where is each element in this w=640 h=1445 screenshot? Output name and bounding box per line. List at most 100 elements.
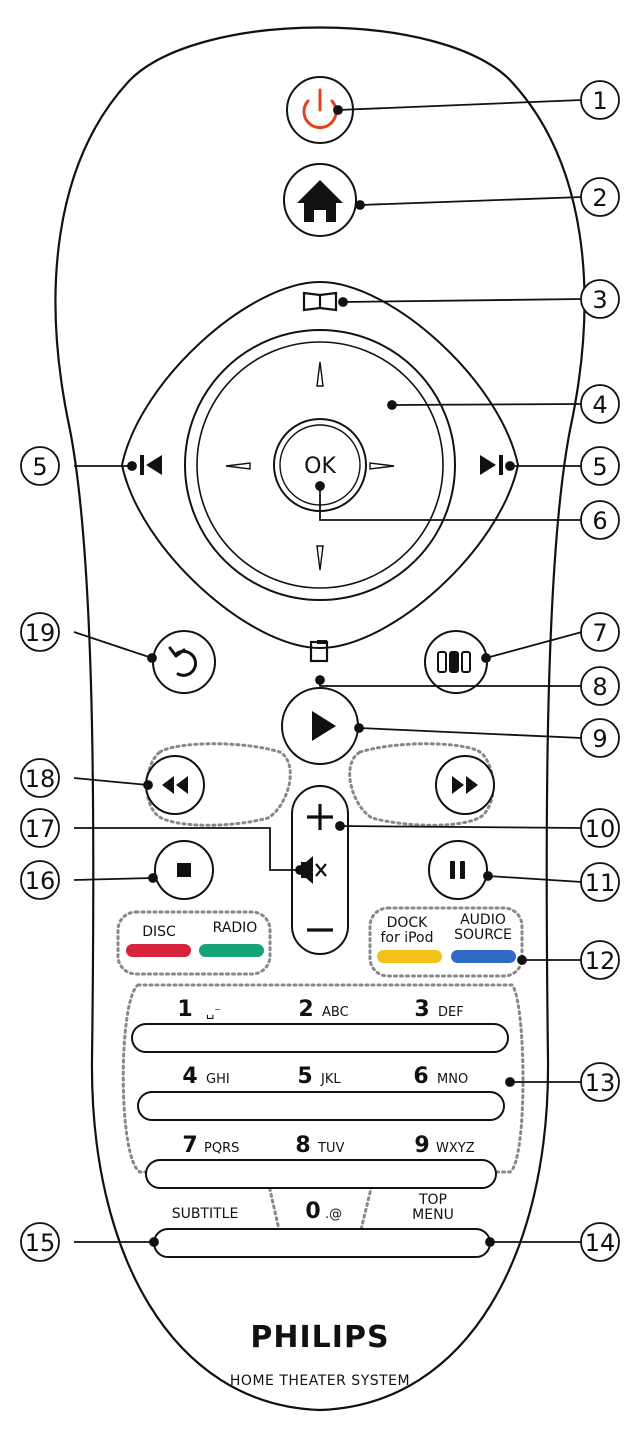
- key-2-digit: 2: [298, 997, 313, 1022]
- ok-label: OK: [304, 454, 336, 479]
- callout-leaders: [73, 99, 583, 1247]
- callout-5-left: 5: [32, 453, 47, 481]
- key-0-digit: 0: [305, 1199, 320, 1224]
- audio-source-label-line1: AUDIO: [460, 912, 506, 928]
- callout-11: 11: [585, 869, 616, 897]
- callout-17: 17: [25, 815, 56, 843]
- stop-icon: [177, 863, 191, 877]
- nav-up-arrow[interactable]: [316, 361, 324, 387]
- play-icon: [312, 711, 336, 741]
- navigation-diamond-outline: [120, 280, 520, 650]
- callout-9: 9: [592, 725, 607, 753]
- callouts: [20, 80, 620, 1262]
- audio-sync-button[interactable]: [424, 630, 488, 694]
- ok-button[interactable]: OK: [273, 418, 367, 512]
- book-icon[interactable]: [302, 291, 338, 312]
- callout-2: 2: [592, 184, 607, 212]
- nav-right-arrow[interactable]: [369, 462, 395, 470]
- callout-10: 10: [585, 815, 616, 843]
- disc-button[interactable]: [126, 944, 191, 957]
- callout-numbers: 1 2 3 4 5 5 6 19 7 8 9 18 10 17 16 11 12…: [25, 87, 616, 1257]
- key-9-digit: 9: [414, 1133, 429, 1158]
- key-8-letters: TUV: [317, 1141, 344, 1156]
- callout-14: 14: [585, 1229, 616, 1257]
- key-4-letters: GHI: [206, 1072, 230, 1087]
- audio-sync-icon: [437, 651, 471, 673]
- callout-15: 15: [25, 1229, 56, 1257]
- bottom-row-button[interactable]: [153, 1228, 491, 1258]
- back-button[interactable]: [152, 630, 216, 694]
- previous-button[interactable]: [140, 455, 162, 475]
- keypad-row-1-button[interactable]: [131, 1023, 509, 1053]
- previous-icon: [140, 455, 162, 475]
- home-button[interactable]: [283, 163, 357, 237]
- brand-tagline: HOME THEATER SYSTEM: [230, 1373, 410, 1389]
- color-keys-left: DISC RADIO: [116, 910, 272, 976]
- rewind-button[interactable]: [145, 755, 205, 815]
- nav-down-arrow[interactable]: [316, 545, 324, 571]
- key-5-letters: JKL: [320, 1072, 341, 1087]
- audio-source-label-line2: SOURCE: [454, 927, 512, 943]
- callout-16: 16: [25, 867, 56, 895]
- top-menu-label-line2: MENU: [412, 1207, 454, 1223]
- forward-group-outline: [348, 742, 495, 827]
- radio-label: RADIO: [213, 920, 258, 936]
- key-8-digit: 8: [295, 1133, 310, 1158]
- key-2-letters: ABC: [322, 1005, 349, 1020]
- dock-button[interactable]: [377, 950, 442, 963]
- callout-7: 7: [592, 619, 607, 647]
- keypad-row-3-button[interactable]: [145, 1159, 497, 1189]
- key-1-digit: 1: [177, 997, 192, 1022]
- key-3-digit: 3: [414, 997, 429, 1022]
- volume-up-icon: [307, 804, 333, 830]
- key-0-letters: .@: [325, 1207, 342, 1222]
- rewind-icon: [162, 776, 188, 794]
- callout-1: 1: [592, 87, 607, 115]
- pause-icon: [450, 861, 465, 879]
- navigation-ring: [184, 329, 456, 601]
- key-6-letters: MNO: [437, 1072, 468, 1087]
- disc-label: DISC: [142, 924, 176, 940]
- play-button[interactable]: [281, 687, 359, 765]
- fast-forward-icon: [452, 776, 478, 794]
- callout-4: 4: [592, 391, 607, 419]
- rewind-group-outline: [145, 742, 292, 827]
- key-5-digit: 5: [297, 1064, 312, 1089]
- next-icon: [480, 455, 503, 475]
- brand-logo: PHILIPS: [250, 1320, 389, 1355]
- key-3-letters: DEF: [438, 1005, 464, 1020]
- home-icon: [297, 180, 343, 222]
- audio-source-button[interactable]: [451, 950, 516, 963]
- key-4-digit: 4: [182, 1064, 197, 1089]
- back-icon: [168, 646, 197, 677]
- callout-19: 19: [25, 619, 56, 647]
- key-6-digit: 6: [413, 1064, 428, 1089]
- stop-button[interactable]: [154, 840, 214, 900]
- power-button[interactable]: [286, 76, 354, 144]
- callout-3: 3: [592, 286, 607, 314]
- callout-8: 8: [592, 673, 607, 701]
- callout-13: 13: [585, 1069, 616, 1097]
- key-1-letters: ␣⁻: [206, 1005, 221, 1020]
- callout-18: 18: [25, 765, 56, 793]
- key-9-letters: WXYZ: [436, 1141, 475, 1156]
- radio-button[interactable]: [199, 944, 264, 957]
- options-icon[interactable]: [309, 640, 329, 663]
- key-7-digit: 7: [182, 1133, 197, 1158]
- mute-icon: [301, 856, 327, 884]
- key-7-letters: PQRS: [204, 1141, 239, 1156]
- callout-6: 6: [592, 507, 607, 535]
- next-button[interactable]: [480, 455, 503, 475]
- callout-5-right: 5: [592, 453, 607, 481]
- top-menu-label-line1: TOP: [418, 1192, 447, 1208]
- nav-left-arrow[interactable]: [225, 462, 251, 470]
- color-keys-right: DOCK for iPod AUDIO SOURCE: [368, 906, 524, 978]
- keypad-row-2-button[interactable]: [137, 1091, 505, 1121]
- dock-label-line2: for iPod: [381, 930, 434, 946]
- fast-forward-button[interactable]: [435, 755, 495, 815]
- pause-button[interactable]: [428, 840, 488, 900]
- dock-label-line1: DOCK: [387, 915, 429, 931]
- callout-12: 12: [585, 947, 616, 975]
- subtitle-label: SUBTITLE: [172, 1206, 239, 1222]
